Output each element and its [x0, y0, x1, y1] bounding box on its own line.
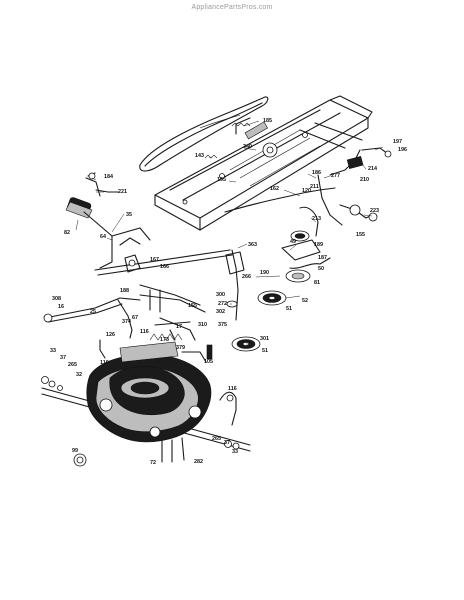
callout-340: 340 [243, 144, 252, 150]
watermark-text: AppliancePartsPros.com [191, 4, 273, 11]
callout-51-upper: 51 [286, 306, 292, 312]
callout-37-left: 37 [60, 355, 66, 361]
callout-211: 211 [310, 184, 319, 190]
callout-302: 302 [216, 309, 225, 315]
callout-52: 52 [302, 298, 308, 304]
transaxle-assembly [41, 339, 251, 467]
callout-266: 266 [242, 274, 251, 280]
callout-265: 265 [68, 362, 77, 368]
callout-32: 32 [76, 372, 82, 378]
callout-272: 272 [218, 301, 227, 307]
callout-120: 120 [302, 188, 311, 194]
cross-shaft-linkage [43, 249, 233, 341]
right-linkage [224, 147, 392, 269]
callout-173: 173 [160, 337, 169, 343]
callout-105: 105 [204, 359, 213, 365]
callout-81: 81 [314, 280, 320, 286]
callout-51-lower: 51 [262, 348, 268, 354]
callout-213: 213 [312, 216, 321, 222]
callout-49: 49 [290, 239, 296, 245]
callout-33: 33 [50, 348, 56, 354]
callout-67: 67 [132, 315, 138, 321]
callout-186: 186 [312, 170, 321, 176]
brake-pedal-assembly [65, 172, 151, 269]
callout-190: 190 [260, 270, 269, 276]
callout-223: 223 [370, 208, 379, 214]
callout-195: 195 [217, 177, 226, 183]
callout-72: 72 [150, 460, 156, 466]
callout-17: 17 [176, 324, 182, 330]
callout-374: 374 [122, 319, 131, 325]
callout-37-right: 37 [224, 440, 230, 446]
callout-184: 184 [104, 174, 113, 180]
callout-155-lower: 155 [188, 303, 197, 309]
callout-265-right: 265 [212, 436, 221, 442]
callout-379: 379 [176, 345, 185, 351]
callout-126: 126 [106, 332, 115, 338]
callout-50: 50 [318, 266, 324, 272]
callout-308: 308 [52, 296, 61, 302]
callout-375: 375 [218, 322, 227, 328]
callout-310: 310 [198, 322, 207, 328]
callout-300: 300 [216, 292, 225, 298]
callout-363: 363 [248, 242, 257, 248]
callout-196: 196 [398, 147, 407, 153]
callout-185: 185 [263, 118, 272, 124]
callout-labels: 185 340 143 195 184 221 35 82 64 197 196… [50, 118, 407, 466]
callout-197: 197 [393, 139, 402, 145]
callout-214: 214 [368, 166, 377, 172]
leader-lines [75, 120, 384, 345]
callout-189: 189 [314, 242, 323, 248]
callout-99: 99 [72, 448, 78, 454]
callout-187: 187 [318, 255, 327, 261]
callout-116-mid: 116 [100, 360, 109, 366]
idler-pulleys [225, 230, 311, 352]
callout-162: 162 [270, 186, 279, 192]
springs-hardware [119, 122, 251, 426]
drive-belt [139, 96, 269, 172]
callout-143: 143 [195, 153, 204, 159]
callout-166: 166 [160, 264, 169, 270]
callout-155: 155 [356, 232, 365, 238]
callout-188: 188 [120, 288, 129, 294]
callout-277: 277 [331, 173, 340, 179]
callout-16: 16 [58, 304, 64, 310]
callout-221: 221 [118, 189, 127, 195]
callout-33-right: 33 [232, 449, 238, 455]
callout-35: 35 [126, 212, 132, 218]
callout-116-right: 116 [228, 386, 237, 392]
chassis-frame [154, 95, 373, 231]
callout-82: 82 [64, 230, 70, 236]
callout-64: 64 [100, 234, 106, 240]
callout-210: 210 [360, 177, 369, 183]
callout-116-upper: 116 [140, 329, 149, 335]
callout-282: 282 [194, 459, 203, 465]
callout-167: 167 [150, 257, 159, 263]
callout-301: 301 [260, 336, 269, 342]
callout-25: 25 [90, 309, 96, 315]
